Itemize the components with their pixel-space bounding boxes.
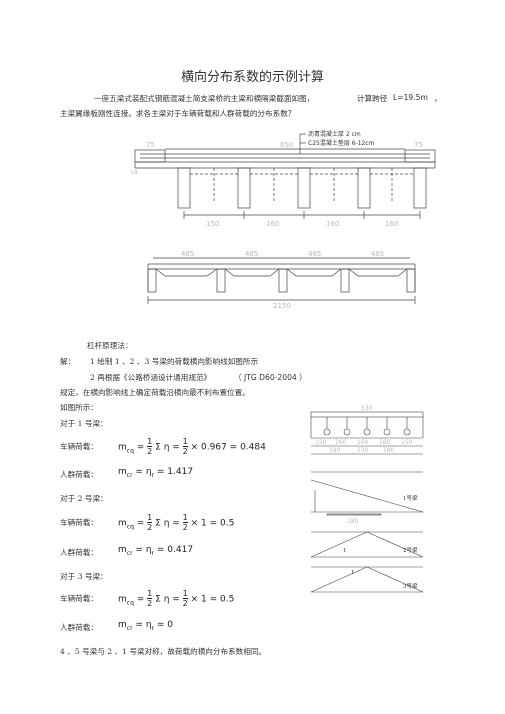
dim-spacing-4: 160 bbox=[385, 220, 398, 228]
rf-dim-top: 530 bbox=[361, 405, 373, 412]
beam1-veh-label: 车辆荷载： bbox=[60, 442, 98, 451]
longitudinal-drawing: 485 485 485 485 2150 bbox=[147, 250, 416, 310]
sol-step1: 1 绘制 1 、2 、3 号梁的荷载横向影响线如图所示 bbox=[90, 357, 259, 366]
rf-inner: 180 bbox=[347, 518, 359, 525]
sol-lead: 解： bbox=[60, 357, 76, 366]
dim-spacing-1: 150 bbox=[206, 220, 219, 228]
intro-line1-end: ， bbox=[434, 94, 442, 103]
rf-one-1: 1 bbox=[343, 548, 347, 554]
method-title: 杠杆原理法： bbox=[87, 341, 133, 350]
dim-spacing-2: 160 bbox=[266, 220, 279, 228]
cross-section-drawing: 沥青混凝土厚 2 cm C25混凝土垫层 6-12cm 650 75 75 18… bbox=[130, 130, 436, 228]
total-dim: 2150 bbox=[273, 302, 291, 310]
beam1-head: 对于 1 号梁： bbox=[60, 419, 108, 428]
conclusion: 4 、5 号梁与 2 、1 号梁对称，故荷载的横向分布系数相同。 bbox=[60, 647, 267, 656]
rf-dim-2: 160 bbox=[335, 439, 347, 446]
rf-dim-5: 150 bbox=[401, 439, 413, 446]
beam3-crowd-label: 人群荷载： bbox=[60, 623, 98, 632]
sol-step2b: （ JTG D60-2004 ） bbox=[234, 373, 307, 382]
beam2-head: 对于 2 号梁： bbox=[60, 494, 108, 503]
dim-650: 650 bbox=[280, 141, 293, 149]
intro-line2: 主梁翼缘板刚性连接。求各主梁对于车辆荷载和人群荷载的分布系数？ bbox=[60, 109, 296, 118]
influence-line-figure: 530 150 160 160 160 150 180 130 180 180 … bbox=[310, 405, 424, 593]
rf-beam2: 2号梁 bbox=[403, 546, 418, 554]
rf-dim2-1: 180 bbox=[329, 447, 341, 454]
sol-step2a: 2 再根据《公路桥涵设计通用规范》 bbox=[90, 373, 212, 382]
beam3-veh-label: 车辆荷载： bbox=[60, 594, 98, 603]
beam1-crowd-label: 人群荷载： bbox=[60, 470, 98, 479]
dim-left-75: 75 bbox=[146, 141, 155, 149]
bay-dim-4: 485 bbox=[371, 250, 384, 258]
sol-step2d: 如图所示： bbox=[60, 403, 98, 412]
rf-dim-1: 150 bbox=[315, 439, 327, 446]
beam2-veh-label: 车辆荷载： bbox=[60, 518, 98, 527]
beam3-crowd-eq: mcr = ηr = 0 bbox=[118, 620, 174, 632]
rf-dim-3: 160 bbox=[357, 439, 369, 446]
beam1-crowd-eq: mcr = ηr = 1.417 bbox=[118, 467, 194, 479]
page-title: 横向分布系数的示例计算 bbox=[180, 70, 324, 85]
beam2-crowd-label: 人群荷载： bbox=[60, 548, 98, 557]
note-asphalt: 沥青混凝土厚 2 cm bbox=[308, 130, 361, 138]
rf-dim2-3: 180 bbox=[383, 447, 395, 454]
bay-dim-2: 485 bbox=[245, 250, 258, 258]
span-value: L=19.5m bbox=[393, 93, 428, 102]
bay-dim-1: 485 bbox=[181, 250, 194, 258]
sol-step2c: 规定，在横向影响线上确定荷载沿横向最不利布置位置。 bbox=[60, 388, 250, 397]
dim-right-75: 75 bbox=[414, 141, 423, 149]
dim-small-18: 18 bbox=[130, 169, 138, 176]
rf-beam1: 1号梁 bbox=[403, 494, 418, 502]
rf-dim2-2: 130 bbox=[357, 447, 369, 454]
rf-one-2: 1 bbox=[351, 570, 355, 576]
bay-dim-3: 485 bbox=[308, 250, 321, 258]
note-concrete: C25混凝土垫层 6-12cm bbox=[308, 139, 375, 147]
beam2-crowd-eq: mcr = ηr = 0.417 bbox=[118, 545, 194, 557]
dim-spacing-3: 160 bbox=[326, 220, 339, 228]
rf-beam3: 3号梁 bbox=[403, 582, 418, 590]
intro-line1: 一座五梁式装配式钢筋混凝土简支梁桥的主梁和横隔梁截面如图， bbox=[94, 94, 315, 103]
beam3-head: 对于 3 号梁： bbox=[60, 572, 108, 581]
span-label: 计算跨径 bbox=[357, 94, 388, 103]
rf-dim-4: 160 bbox=[379, 439, 391, 446]
